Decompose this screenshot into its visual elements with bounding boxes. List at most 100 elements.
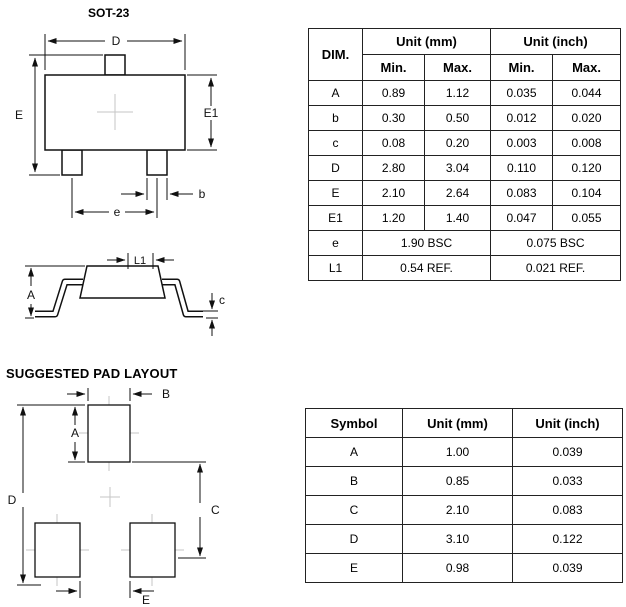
dimension-table-header-row: DIM. Unit (mm) Unit (inch) bbox=[308, 28, 622, 81]
col-header-unit-mm: Unit (mm) bbox=[402, 408, 513, 438]
top-lead bbox=[104, 54, 126, 76]
sot23-top-view-drawing: D E E1 b e bbox=[15, 34, 219, 219]
package-title: SOT-23 bbox=[88, 6, 130, 20]
symbol-cell: C bbox=[305, 495, 403, 525]
dim-label-b: b bbox=[199, 187, 206, 201]
dim-cell: D bbox=[308, 155, 363, 181]
pad-layout-title: SUGGESTED PAD LAYOUT bbox=[6, 366, 178, 381]
col-header-unit-inch: Unit (inch) bbox=[512, 408, 623, 438]
value-cell: 0.012 bbox=[490, 105, 554, 131]
top-pad bbox=[87, 404, 131, 463]
col-header-unit-mm: Unit (mm) bbox=[361, 28, 492, 55]
value-cell: 3.10 bbox=[402, 524, 513, 554]
bottom-right-lead bbox=[146, 149, 168, 176]
package-body-side bbox=[79, 265, 166, 299]
value-cell: 0.104 bbox=[552, 180, 622, 206]
value-cell-span: 1.90 BSC bbox=[361, 230, 492, 256]
col-header-dim: DIM. bbox=[308, 28, 363, 81]
bottom-right-pad bbox=[129, 522, 176, 578]
bottom-left-lead bbox=[61, 149, 83, 176]
value-cell: 0.30 bbox=[362, 105, 425, 131]
col-header-inch-min: Min. bbox=[490, 54, 554, 81]
value-cell: 1.12 bbox=[423, 80, 492, 106]
value-cell: 0.055 bbox=[552, 205, 622, 231]
value-cell: 2.10 bbox=[402, 495, 513, 525]
table-row: A 0.89 1.12 0.035 0.044 bbox=[308, 80, 622, 106]
dim-cell: A bbox=[308, 80, 363, 106]
value-cell-span: 0.075 BSC bbox=[490, 230, 622, 256]
value-cell-span: 0.54 REF. bbox=[361, 255, 492, 281]
value-cell: 0.044 bbox=[552, 80, 622, 106]
table-row: E 0.98 0.039 bbox=[305, 553, 623, 583]
value-cell: 0.20 bbox=[423, 130, 492, 156]
table-row: A 1.00 0.039 bbox=[305, 437, 623, 467]
value-cell: 1.20 bbox=[362, 205, 425, 231]
pad-dim-label-B: B bbox=[162, 387, 170, 401]
value-cell: 0.035 bbox=[490, 80, 554, 106]
sot23-side-view-drawing: A L1 c bbox=[25, 253, 225, 336]
pad-dim-label-A: A bbox=[71, 426, 79, 440]
value-cell-span: 0.021 REF. bbox=[490, 255, 622, 281]
value-cell: 0.033 bbox=[512, 466, 623, 496]
dim-cell: L1 bbox=[308, 255, 363, 281]
value-cell: 0.039 bbox=[512, 553, 623, 583]
col-header-mm-max: Max. bbox=[423, 54, 492, 81]
value-cell: 0.122 bbox=[512, 524, 623, 554]
pad-dim-label-E: E bbox=[142, 593, 150, 607]
pad-table-header-row: Symbol Unit (mm) Unit (inch) bbox=[305, 408, 623, 438]
table-row: C 2.10 0.083 bbox=[305, 495, 623, 525]
table-row: L1 0.54 REF. 0.021 REF. bbox=[308, 255, 622, 281]
pad-layout-table: Symbol Unit (mm) Unit (inch) A 1.00 0.03… bbox=[305, 408, 623, 583]
dim-label-D: D bbox=[112, 34, 121, 48]
symbol-cell: E bbox=[305, 553, 403, 583]
dim-cell: b bbox=[308, 105, 363, 131]
table-row: D 3.10 0.122 bbox=[305, 524, 623, 554]
dim-label-E1: E1 bbox=[204, 106, 219, 120]
dim-cell: e bbox=[308, 230, 363, 256]
table-row: B 0.85 0.033 bbox=[305, 466, 623, 496]
col-header-unit-inch: Unit (inch) bbox=[490, 28, 622, 55]
col-header-symbol: Symbol bbox=[305, 408, 403, 438]
dimension-table: DIM. Unit (mm) Unit (inch) Min. Max. Min… bbox=[308, 28, 622, 281]
table-row: c 0.08 0.20 0.003 0.008 bbox=[308, 130, 622, 156]
value-cell: 0.008 bbox=[552, 130, 622, 156]
value-cell: 0.89 bbox=[362, 80, 425, 106]
value-cell: 0.083 bbox=[512, 495, 623, 525]
value-cell: 2.80 bbox=[362, 155, 425, 181]
value-cell: 0.08 bbox=[362, 130, 425, 156]
dim-cell: E bbox=[308, 180, 363, 206]
pad-dim-label-D: D bbox=[8, 493, 17, 507]
pad-layout-drawing: B A D C E bbox=[8, 387, 220, 607]
symbol-cell: B bbox=[305, 466, 403, 496]
table-row: e 1.90 BSC 0.075 BSC bbox=[308, 230, 622, 256]
dim-label-c: c bbox=[219, 293, 225, 307]
value-cell: 0.110 bbox=[490, 155, 554, 181]
value-cell: 0.50 bbox=[423, 105, 492, 131]
symbol-cell: D bbox=[305, 524, 403, 554]
value-cell: 0.020 bbox=[552, 105, 622, 131]
col-header-inch-max: Max. bbox=[552, 54, 622, 81]
bottom-left-pad bbox=[34, 522, 81, 578]
value-cell: 0.039 bbox=[512, 437, 623, 467]
value-cell: 0.120 bbox=[552, 155, 622, 181]
table-row: D 2.80 3.04 0.110 0.120 bbox=[308, 155, 622, 181]
value-cell: 0.047 bbox=[490, 205, 554, 231]
dim-label-L1: L1 bbox=[134, 255, 146, 267]
value-cell: 0.85 bbox=[402, 466, 513, 496]
table-row: E 2.10 2.64 0.083 0.104 bbox=[308, 180, 622, 206]
value-cell: 0.003 bbox=[490, 130, 554, 156]
pad-dim-label-C: C bbox=[211, 503, 220, 517]
value-cell: 0.98 bbox=[402, 553, 513, 583]
value-cell: 2.10 bbox=[362, 180, 425, 206]
dim-label-E: E bbox=[15, 108, 23, 122]
col-header-mm-min: Min. bbox=[362, 54, 425, 81]
dim-label-e: e bbox=[114, 205, 121, 219]
symbol-cell: A bbox=[305, 437, 403, 467]
dim-cell: E1 bbox=[308, 205, 363, 231]
table-row: b 0.30 0.50 0.012 0.020 bbox=[308, 105, 622, 131]
value-cell: 3.04 bbox=[423, 155, 492, 181]
value-cell: 1.40 bbox=[423, 205, 492, 231]
value-cell: 1.00 bbox=[402, 437, 513, 467]
dimension-table-subheader-row: Min. Max. Min. Max. bbox=[309, 54, 622, 81]
